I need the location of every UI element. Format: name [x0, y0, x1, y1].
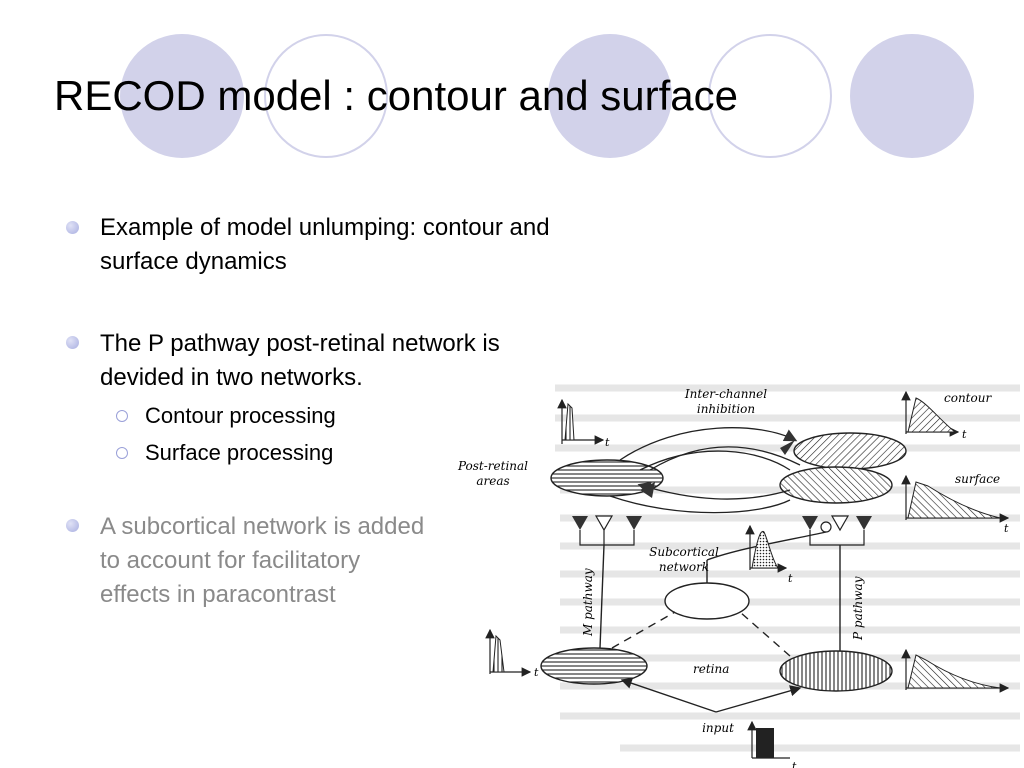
background-text-lines	[555, 384, 1020, 752]
decor-circle	[708, 34, 832, 158]
subcortical-node	[664, 582, 750, 620]
p-retina-response-plot	[901, 648, 1010, 693]
label-surface: surface	[955, 472, 1000, 486]
decor-circle	[548, 34, 672, 158]
inhibition-arcs	[609, 427, 801, 514]
synapse-row-m	[572, 515, 642, 546]
sub-bullet-ring	[116, 410, 128, 422]
sub-bullet-item: Contour processing	[145, 403, 336, 428]
sub-bullet-item: Surface processing	[145, 440, 334, 465]
input-signal-plot: t	[747, 720, 797, 768]
svg-text:t: t	[962, 428, 967, 441]
svg-text:t: t	[1004, 522, 1009, 535]
m-retina-node	[540, 647, 648, 685]
svg-text:t: t	[792, 760, 797, 768]
label-m-pathway: M pathway	[581, 568, 595, 637]
contour-node	[793, 432, 907, 470]
surface-response-plot: surface t	[901, 472, 1010, 535]
decor-circle	[264, 34, 388, 158]
svg-text:t: t	[534, 666, 539, 679]
svg-text:t: t	[605, 436, 610, 449]
sub-bullet-ring	[116, 447, 128, 459]
subcortical-response-plot: t	[745, 524, 793, 585]
decor-circle	[850, 34, 974, 158]
label-contour: contour	[944, 391, 992, 405]
bullet-dot	[66, 221, 79, 234]
label-input: input	[702, 721, 734, 735]
p-retina-node	[779, 650, 893, 692]
svg-text:t: t	[788, 572, 793, 585]
m-retina-response-plot: t	[485, 628, 539, 679]
surface-node	[779, 466, 893, 504]
slide-title: RECOD model : contour and surface	[54, 72, 738, 119]
bullet-dot	[66, 336, 79, 349]
bullet-item-dimmed: A subcortical network is added to accoun…	[100, 513, 425, 608]
bullet-item: The P pathway post-retinal network is de…	[100, 330, 500, 391]
contour-response-plot: contour t	[901, 390, 992, 441]
label-retina: retina	[693, 662, 729, 676]
bullet-dot	[66, 519, 79, 532]
decor-circle	[120, 34, 244, 158]
m-post-retinal-response-plot: t	[557, 398, 610, 449]
synapse-row-p	[802, 515, 872, 546]
label-p-pathway: P pathway	[851, 576, 865, 641]
bullet-item: Example of model unlumping: contour and …	[100, 214, 550, 275]
m-post-retinal-node	[550, 459, 664, 497]
